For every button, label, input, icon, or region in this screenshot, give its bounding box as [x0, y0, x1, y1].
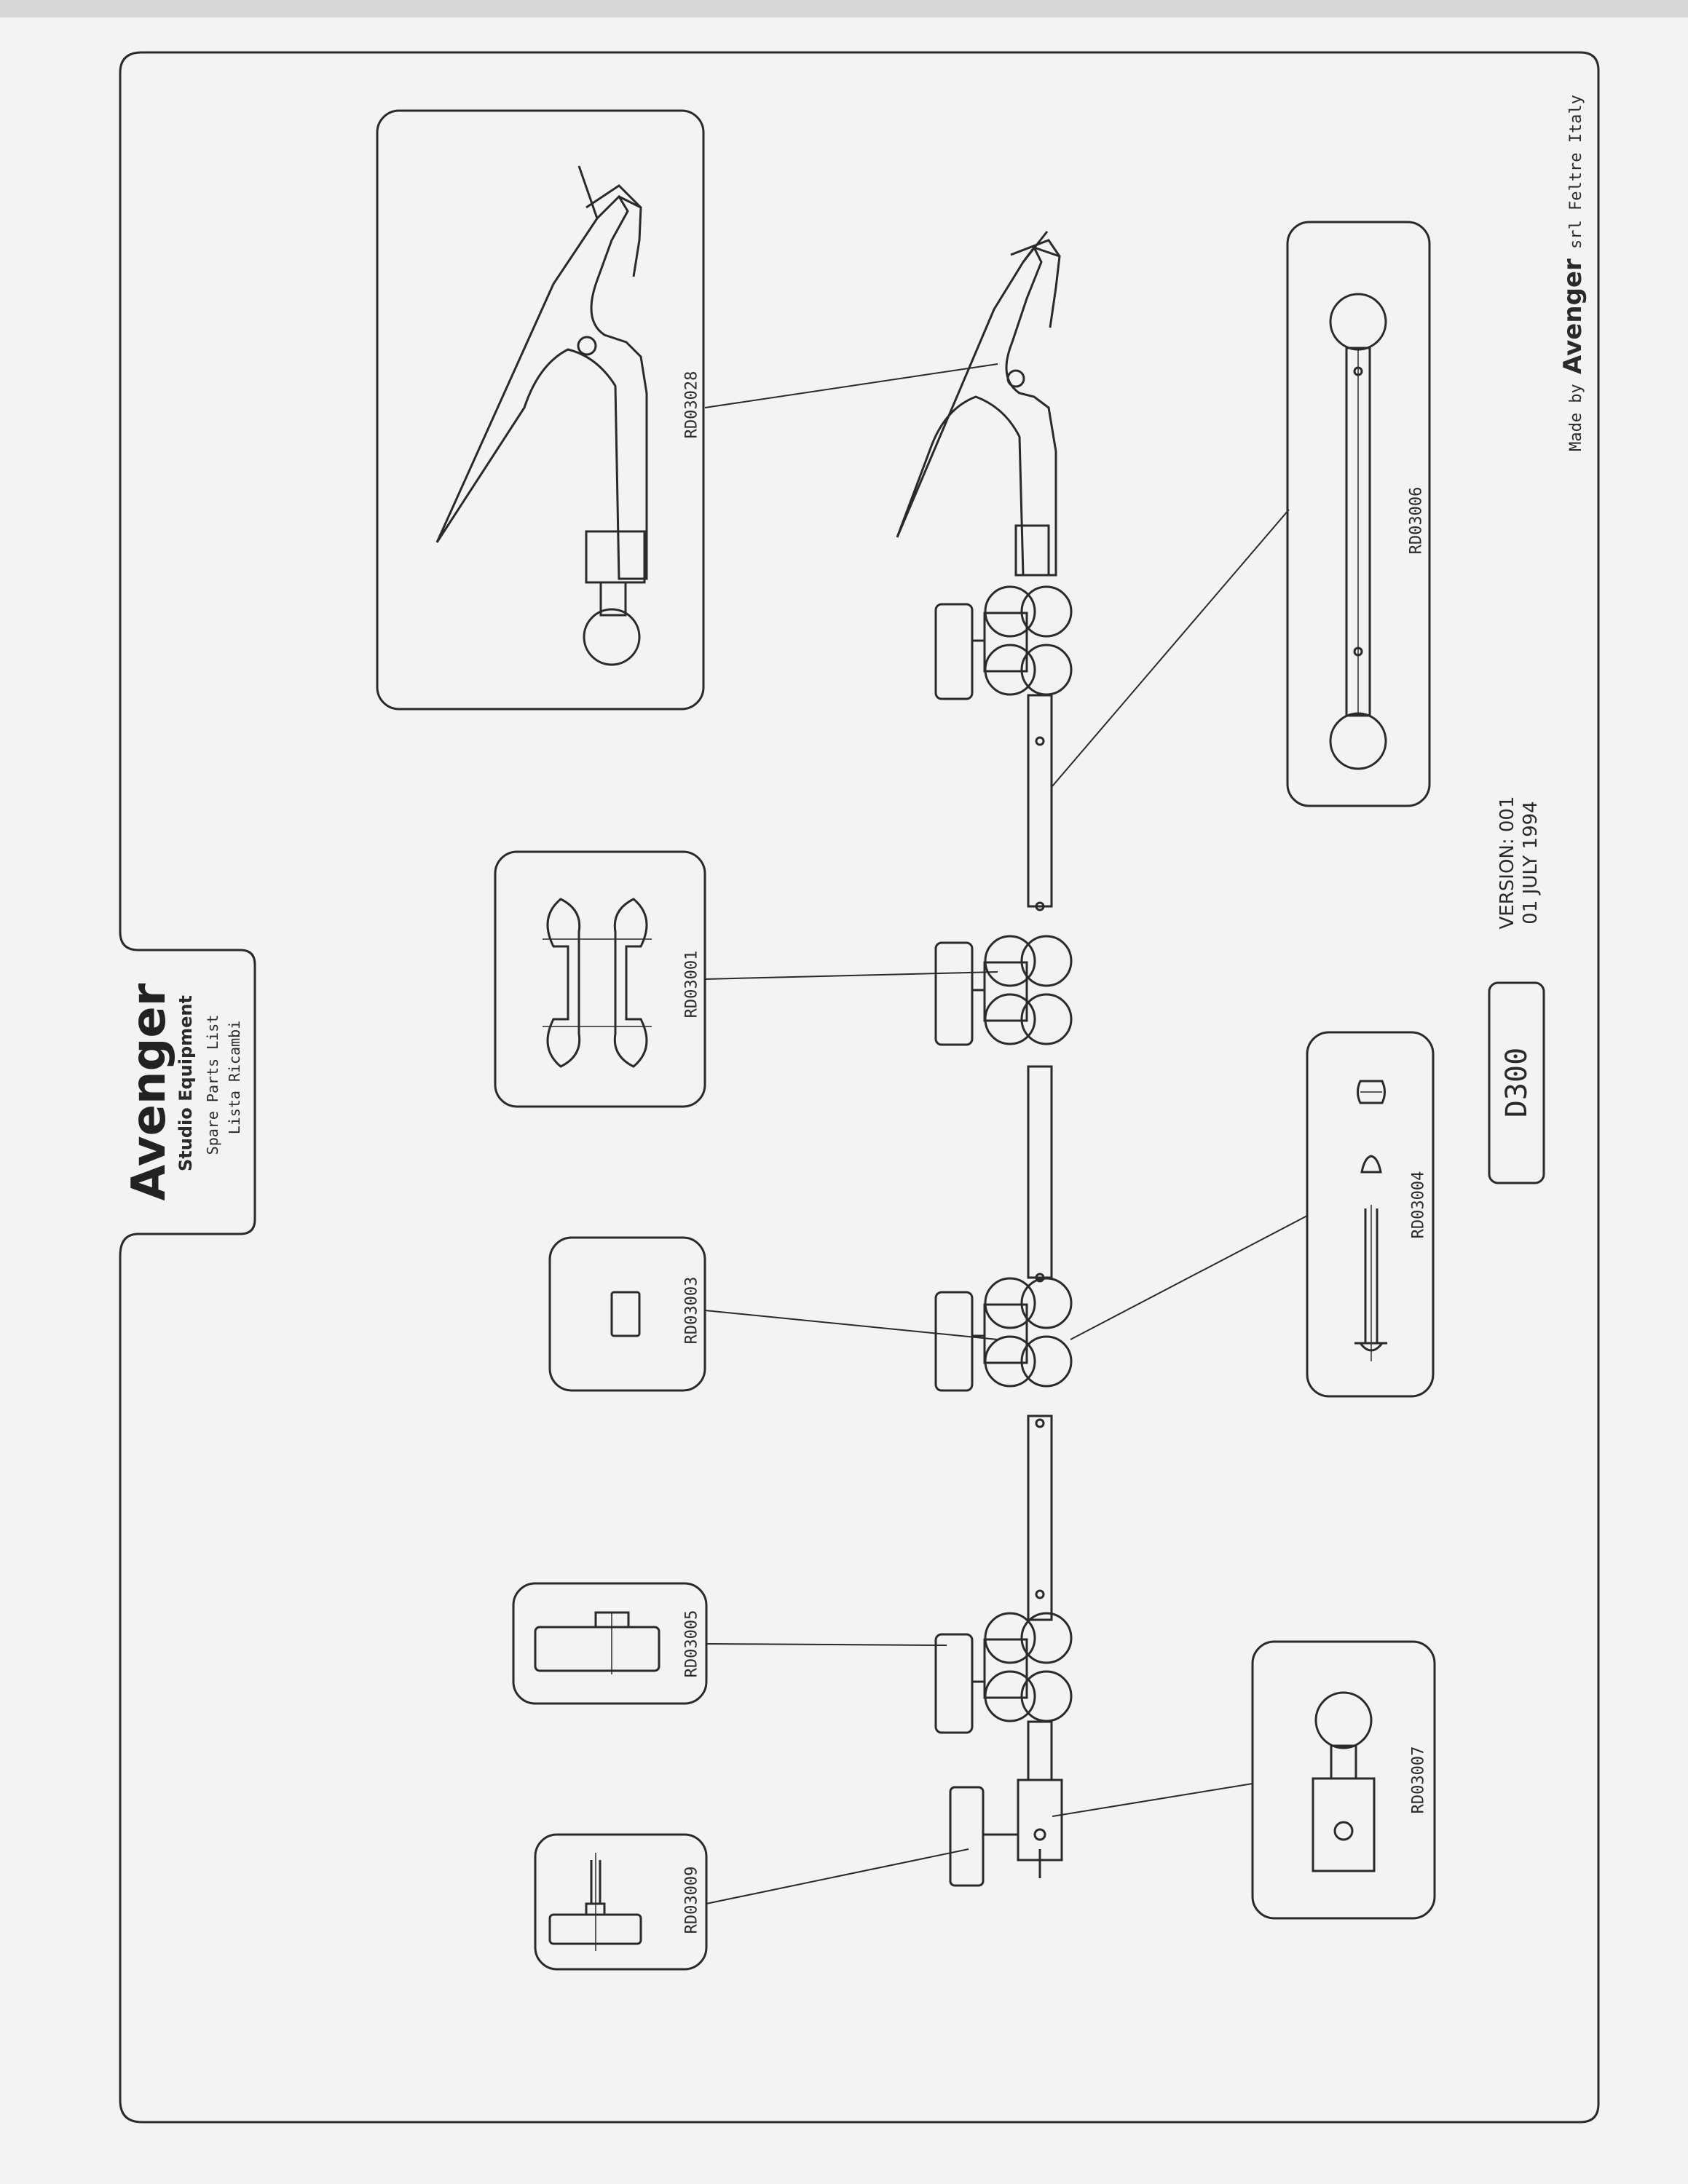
- made-by-suffix: srl Feltre Italy: [1567, 95, 1585, 249]
- jaw-pads-icon: [543, 898, 652, 1068]
- assembly-joint-3-icon: [934, 1277, 1073, 1392]
- made-by-brand: Avenger: [1558, 258, 1588, 374]
- assembly-upper-tube-icon: [1027, 694, 1053, 908]
- ball-socket-icon: [1312, 1691, 1376, 1872]
- part-label-rd03004: RD03004: [1409, 1171, 1428, 1239]
- model-code: D300: [1500, 1047, 1534, 1118]
- model-box: [1488, 981, 1545, 1184]
- brand-logo: Avenger: [122, 983, 176, 1201]
- part-label-rd03007: RD03007: [1409, 1746, 1428, 1814]
- part-label-rd03005: RD03005: [682, 1610, 701, 1678]
- assembly-socket-icon: [949, 1720, 1063, 1887]
- part-label-rd03003: RD03003: [682, 1276, 701, 1345]
- assembly-clamp-icon: [896, 231, 1061, 577]
- version-line-1: VERSION: 001: [1496, 796, 1518, 930]
- part-box-rd03005: [512, 1582, 708, 1705]
- extension-rod-icon: [1329, 293, 1387, 770]
- part-label-rd03006: RD03006: [1407, 486, 1426, 555]
- clamp-icon: [435, 165, 648, 666]
- square-nut-icon: [610, 1291, 641, 1337]
- lista-ricambi-label: Lista Ricambi: [226, 1020, 243, 1135]
- pin-and-washer-icon: [1354, 1080, 1387, 1361]
- part-label-rd03009: RD03009: [682, 1866, 701, 1934]
- assembly-joint-2-icon: [934, 935, 1073, 1046]
- spare-parts-label: Spare Parts List: [204, 1014, 221, 1155]
- part-label-rd03028: RD03028: [682, 371, 701, 439]
- part-box-rd03007: [1251, 1640, 1436, 1920]
- part-label-rd03001: RD03001: [682, 950, 701, 1018]
- part-box-rd03009: [534, 1833, 708, 1971]
- assembly-drawing: [896, 231, 1073, 1887]
- version-line-2: 01 JULY 1994: [1520, 801, 1542, 925]
- brand-subtitle: Studio Equipment: [175, 994, 196, 1172]
- sheet-frame: [119, 51, 1600, 2124]
- made-by-prefix: Made by: [1567, 384, 1585, 451]
- part-box-rd03004: [1306, 1031, 1435, 1398]
- assembly-joint-top-icon: [934, 585, 1073, 700]
- part-box-rd03028: [376, 109, 705, 711]
- t-screw-icon: [548, 1853, 642, 1951]
- made-by-line: Made by Avenger srl Feltre Italy: [1558, 95, 1588, 451]
- leader-lines: [704, 363, 1308, 1904]
- t-handle-icon: [534, 1611, 660, 1674]
- part-box-rd03006: [1286, 221, 1431, 807]
- part-box-rd03003: [548, 1236, 706, 1392]
